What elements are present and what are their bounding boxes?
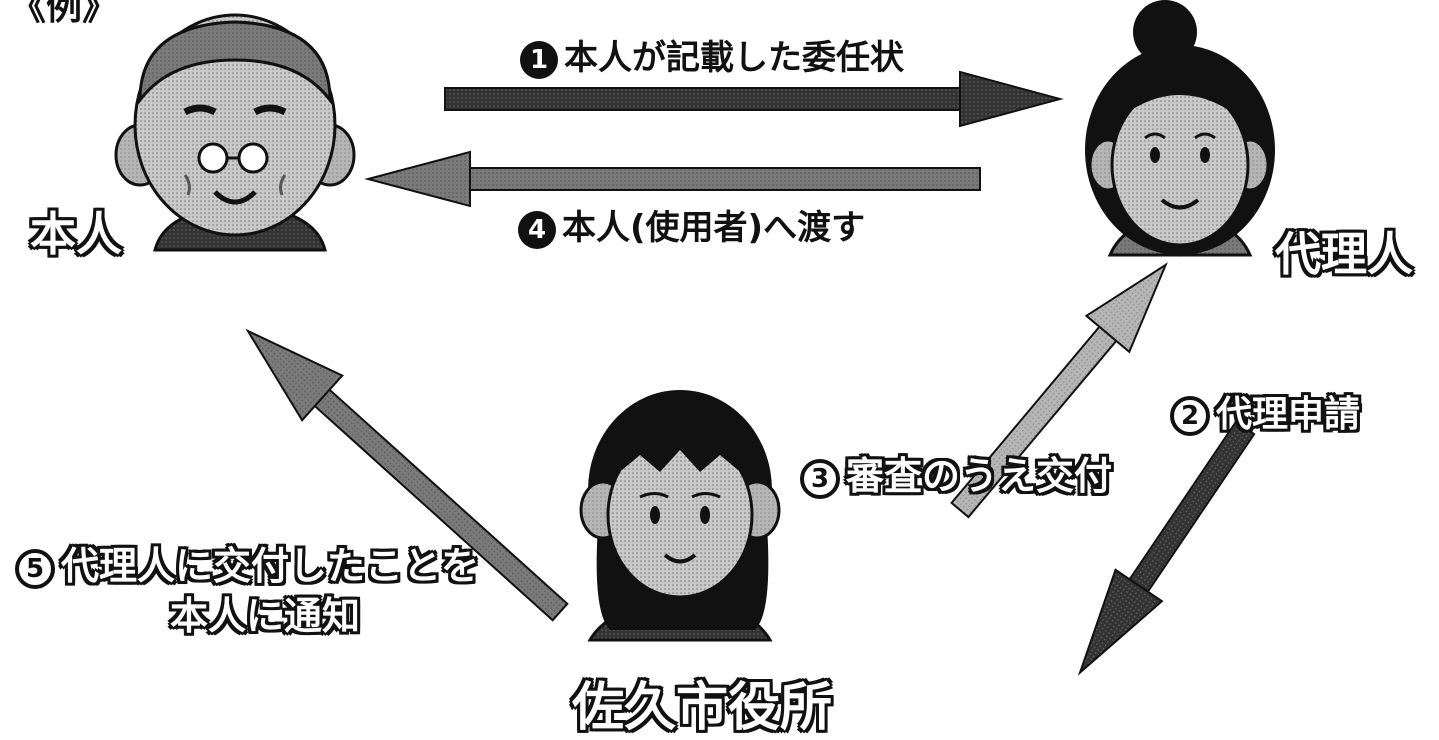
proxy-label: 代理人 [1275, 227, 1413, 281]
step4-text: 本人(使用者)へ渡す [562, 208, 866, 248]
step1-text: 本人が記載した委任状 [564, 38, 904, 78]
office-illustration [579, 390, 781, 642]
step3-number: 3 [800, 458, 840, 499]
step5-label-line2: 本人に通知 [170, 594, 361, 638]
principal-illustration [114, 13, 356, 252]
arrow-step4 [364, 150, 981, 208]
step2-text: 代理申請 [1216, 394, 1361, 435]
arrow-step1 [444, 70, 1064, 128]
step3-text: 審査のうえ交付 [846, 454, 1113, 498]
step5-text-line1: 代理人に交付したことを [61, 544, 480, 588]
step5-number: 5 [15, 548, 55, 589]
corner-label: 《例》 [10, 0, 119, 28]
arrow-step3 [950, 262, 1168, 519]
office-label: 佐久市役所 [572, 678, 833, 738]
step4-number: 4 [518, 210, 556, 249]
principal-label: 本人 [30, 207, 122, 261]
arrow-step2 [1077, 420, 1256, 676]
step2-number: 2 [1170, 396, 1210, 436]
arrow-step5 [245, 328, 569, 622]
proxy-illustration [1085, 0, 1275, 257]
step1-number: 1 [520, 40, 558, 79]
